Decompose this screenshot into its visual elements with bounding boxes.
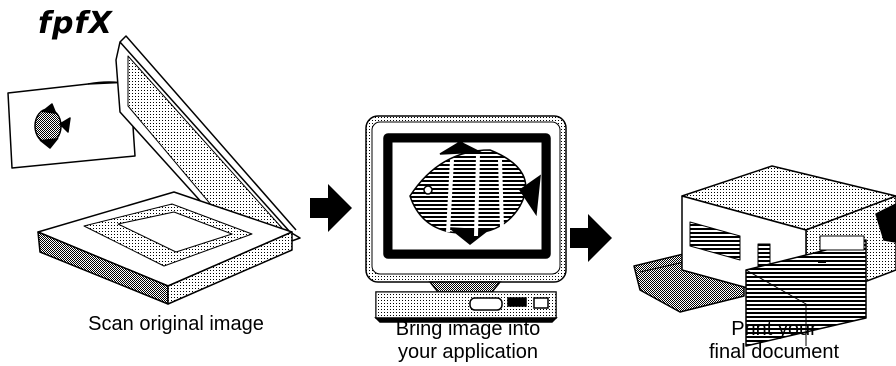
computer-icon [365, 115, 567, 323]
step-caption-print: Print your final document [674, 318, 874, 364]
caption-line: your application [397, 341, 539, 363]
caption-line: Bring image into [395, 318, 541, 340]
scanner-icon [7, 35, 301, 305]
arrow-right-icon [570, 214, 612, 262]
caption-line: Print your [731, 318, 817, 340]
arrow-right-icon [310, 184, 352, 232]
fish-image-icon [409, 141, 541, 245]
step-caption-scan: Scan original image [66, 313, 286, 336]
original-document-icon [7, 81, 136, 169]
printer-icon [633, 165, 896, 347]
caption-line: Scan original image [88, 313, 264, 335]
caption-line: final document [708, 341, 840, 363]
step-caption-application: Bring image into your application [368, 318, 568, 364]
logo-text: fpfX [38, 6, 113, 41]
